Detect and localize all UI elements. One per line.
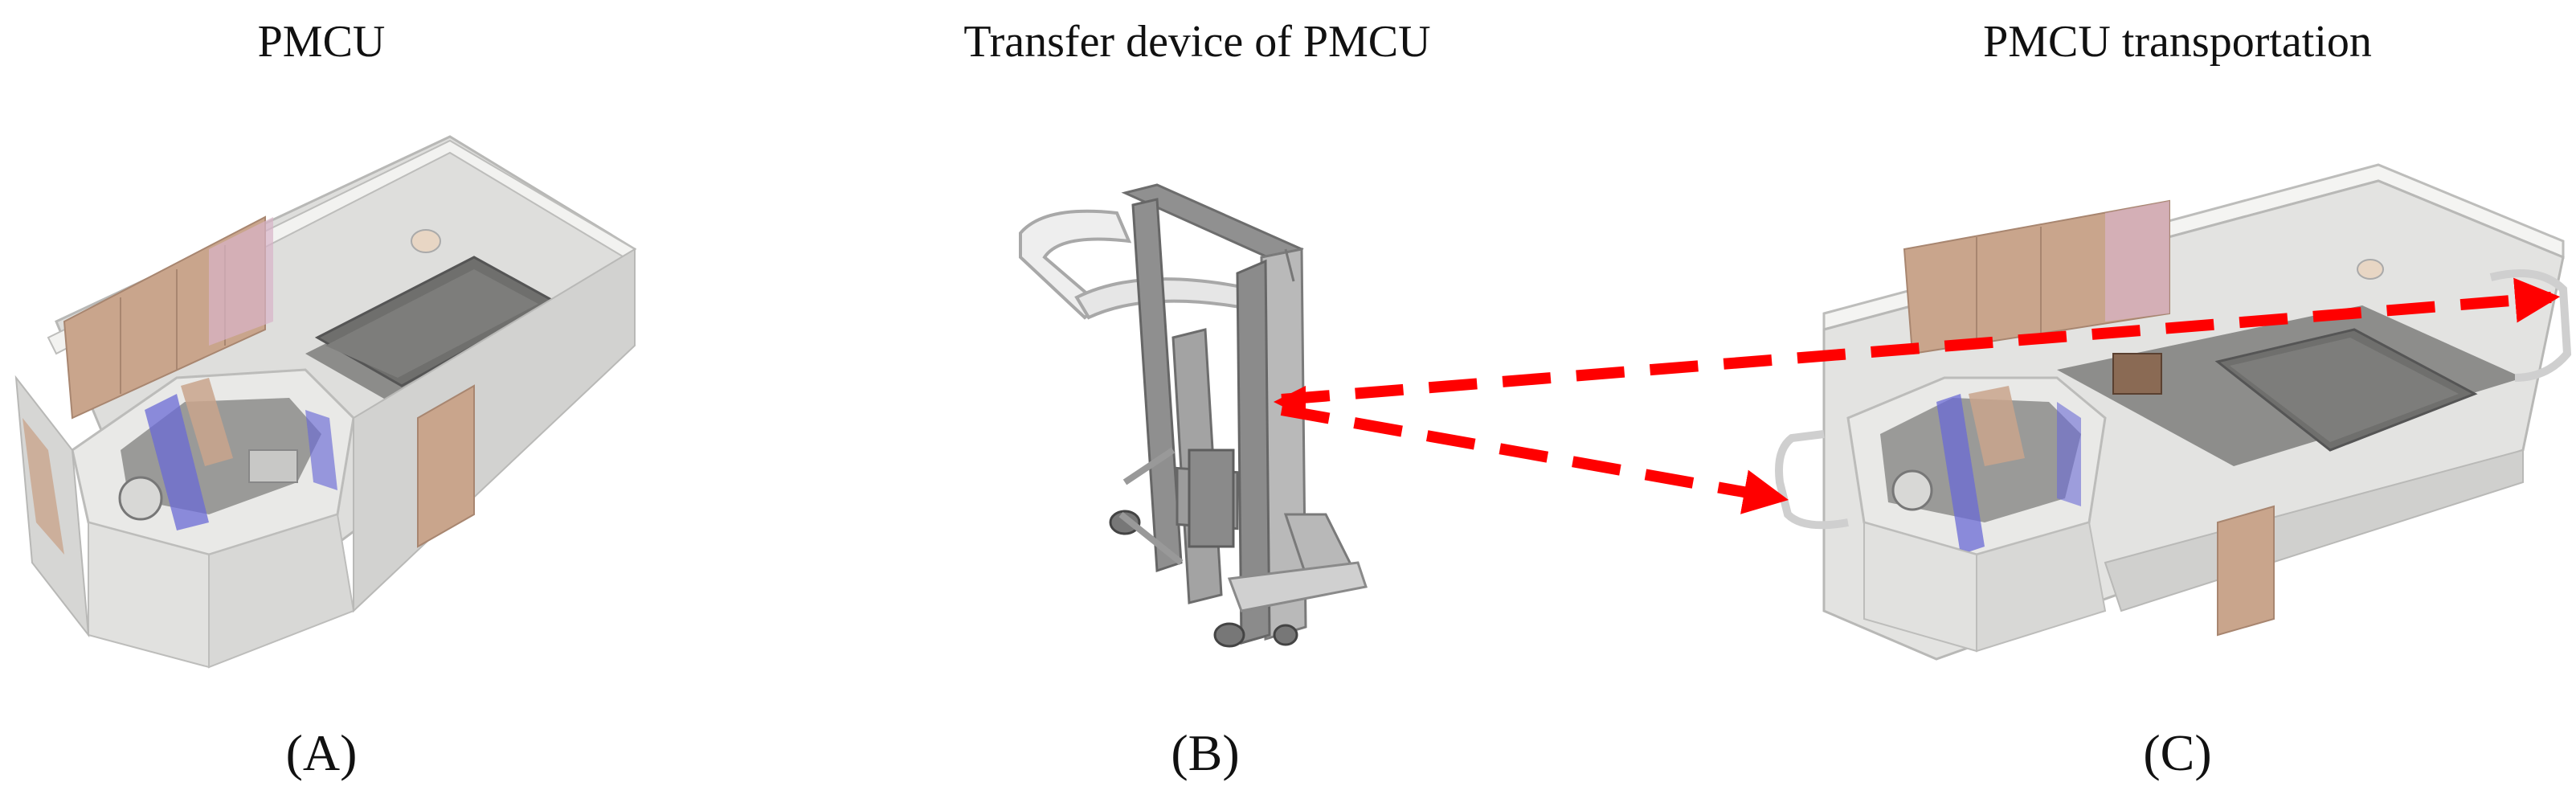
transfer-device-model <box>1019 183 1368 648</box>
panel-c-label: (C) <box>2143 724 2212 781</box>
pmcu-transport-model <box>1775 163 2572 661</box>
panel-c-caption: PMCU transportation <box>1983 17 2372 67</box>
pmcu-unit-model <box>14 135 637 669</box>
panel-b-label: (B) <box>1171 724 1240 781</box>
arrow-to-front-handle <box>1280 404 1789 514</box>
transport-arrows <box>1274 277 2561 514</box>
arrow-tail-head <box>1274 386 1306 418</box>
arrow-to-rear-handle <box>1281 277 2561 405</box>
panel-a-caption: PMCU <box>257 17 386 67</box>
panel-a-label: (A) <box>285 724 358 781</box>
panel-b-caption: Transfer device of PMCU <box>963 17 1431 67</box>
